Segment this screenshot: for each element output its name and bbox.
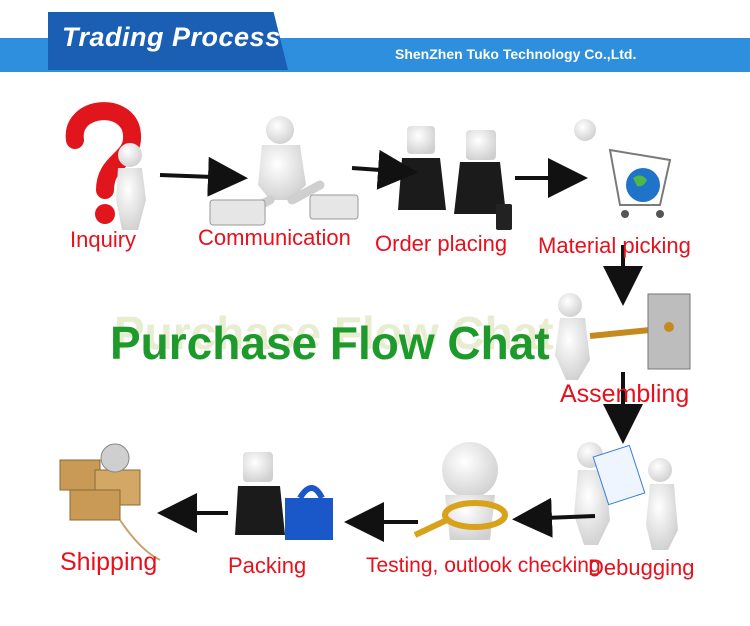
step-label-packing: Packing — [228, 553, 307, 578]
arrow-6 — [512, 497, 596, 538]
header-tab — [48, 12, 288, 70]
step-label-order-placing: Order placing — [375, 231, 508, 256]
step-label-assembling: Assembling — [560, 380, 690, 408]
step-label-material-picking: Material picking — [538, 233, 691, 258]
gift-box-icon — [235, 452, 333, 540]
shopping-cart-icon — [574, 119, 672, 218]
flow-arrows — [157, 149, 643, 542]
step-label-shipping: Shipping — [60, 548, 158, 576]
telephone-icon — [209, 116, 359, 226]
company-name: ShenZhen Tuko Technology Co.,Ltd. — [395, 46, 637, 62]
step-label-testing: Testing, outlook checking — [366, 554, 601, 577]
arrow-2 — [351, 149, 418, 190]
step-label-debugging: Debugging — [588, 555, 695, 580]
page-title: Trading Process — [62, 22, 281, 52]
key-door-icon — [555, 293, 691, 380]
arrow-1 — [159, 156, 248, 197]
center-title: Purchase Flow Chat — [110, 317, 550, 369]
step-label-inquiry: Inquiry — [70, 227, 137, 252]
magnifier-icon — [413, 442, 508, 540]
handshake-icon — [398, 126, 512, 230]
question-mark-icon — [65, 102, 146, 230]
checklist-icon — [574, 442, 678, 550]
step-label-communication: Communication — [198, 225, 351, 250]
boxes-icon — [59, 443, 161, 561]
